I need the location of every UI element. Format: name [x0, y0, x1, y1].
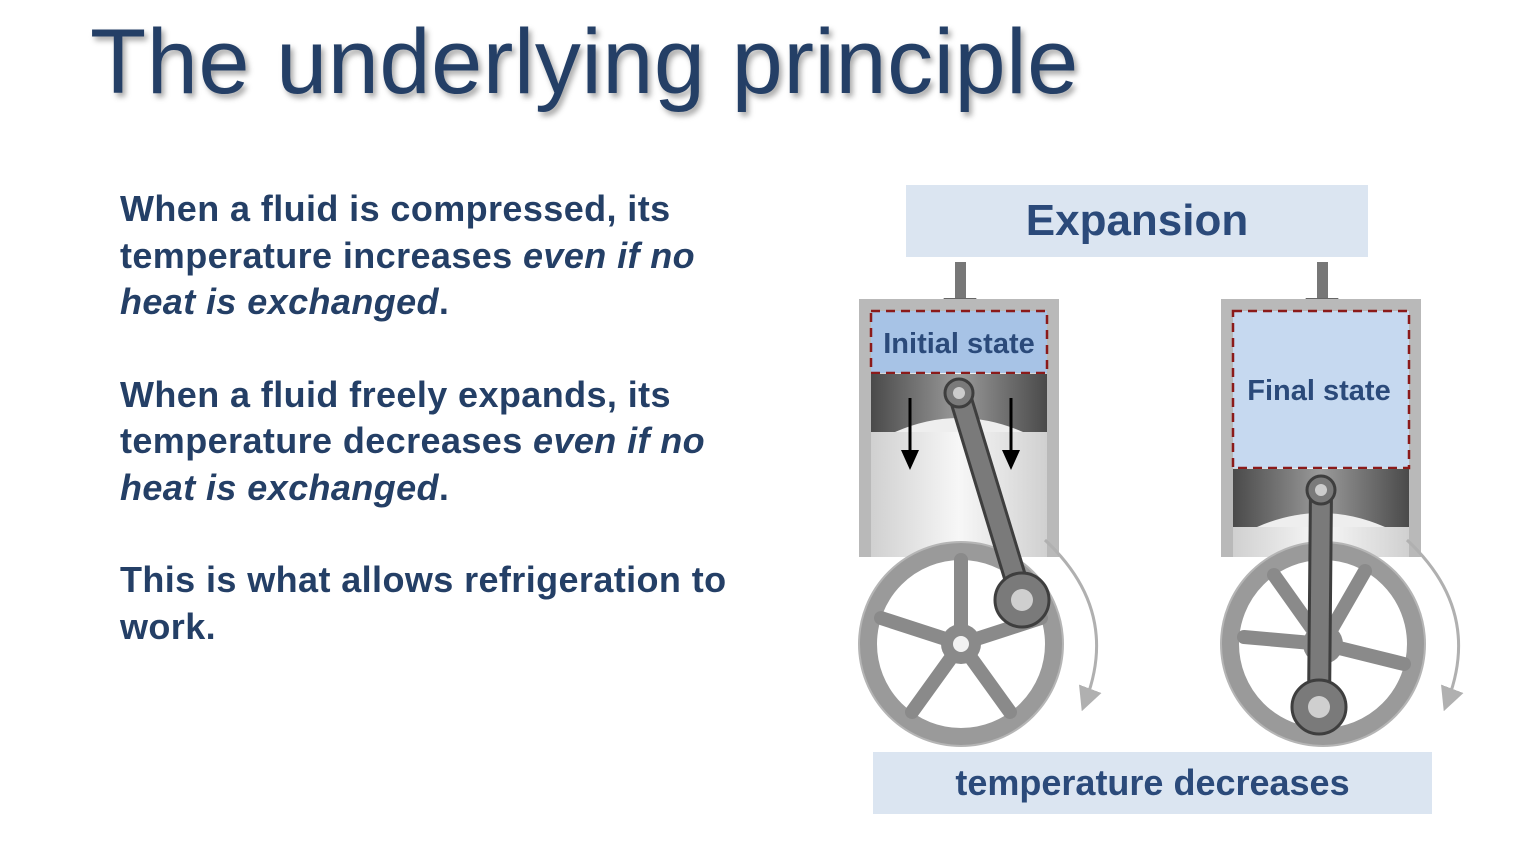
wrist-pin-center — [1315, 484, 1327, 496]
paragraph-compressed: When a fluid is compressed, its temperat… — [120, 186, 740, 326]
final-state-label: Final state — [1247, 375, 1390, 407]
paragraph-expands-tail: . — [438, 466, 450, 508]
connecting-rod — [950, 384, 1031, 609]
flywheel-outer-edge — [858, 541, 1064, 747]
paragraph-compressed-tail: . — [438, 281, 450, 322]
initial-state-label: Initial state — [883, 328, 1035, 360]
connecting-rod — [1310, 481, 1330, 716]
temperature-decreases-label: temperature decreases — [873, 752, 1432, 814]
initial-engine: Initial state — [858, 262, 1102, 747]
paragraph-compressed-lead: When a fluid is compressed, its temperat… — [120, 188, 671, 276]
cylinder-left-wall — [1221, 299, 1233, 557]
cylinder-top-wall — [859, 299, 1059, 311]
gas-region-initial — [869, 309, 1049, 375]
top-rod — [1317, 262, 1328, 300]
slide-title: The underlying principle — [90, 11, 1079, 113]
flywheel-axle — [953, 636, 969, 652]
top-rod — [955, 262, 966, 300]
paragraph-compressed-emphasis: even if no heat is exchanged — [120, 234, 696, 323]
paragraph-expands: When a fluid freely expands, its tempera… — [120, 372, 740, 512]
paragraph-refrigeration: This is what allows refrigeration to wor… — [120, 557, 740, 650]
paragraph-expands-lead: When a fluid freely expands, its tempera… — [120, 373, 671, 462]
rotation-arrow-initial — [1043, 538, 1102, 712]
paragraph-expands-emphasis: even if no heat is exchanged — [120, 420, 706, 508]
final-engine: Final state — [1220, 262, 1464, 747]
flywheel-rim — [859, 542, 1063, 746]
cylinder-top-wall — [1221, 299, 1421, 311]
expansion-header: Expansion — [906, 185, 1368, 257]
cylinder-left-wall — [859, 299, 871, 557]
rotation-arrow-final — [1405, 538, 1464, 712]
down-arrow-right-head — [1002, 450, 1020, 470]
wrist-pin-center — [953, 387, 965, 399]
crank-pin-center — [1011, 589, 1033, 611]
crank-pin-center — [1308, 696, 1330, 718]
down-arrow-left-head — [901, 450, 919, 470]
paragraph-refrigeration-lead: This is what allows refrigeration to wor… — [120, 559, 727, 647]
cylinder-right-wall — [1409, 299, 1421, 557]
text-column: When a fluid is compressed, its temperat… — [120, 186, 740, 696]
gas-region-final — [1231, 309, 1411, 470]
cylinder-right-wall — [1047, 299, 1059, 557]
